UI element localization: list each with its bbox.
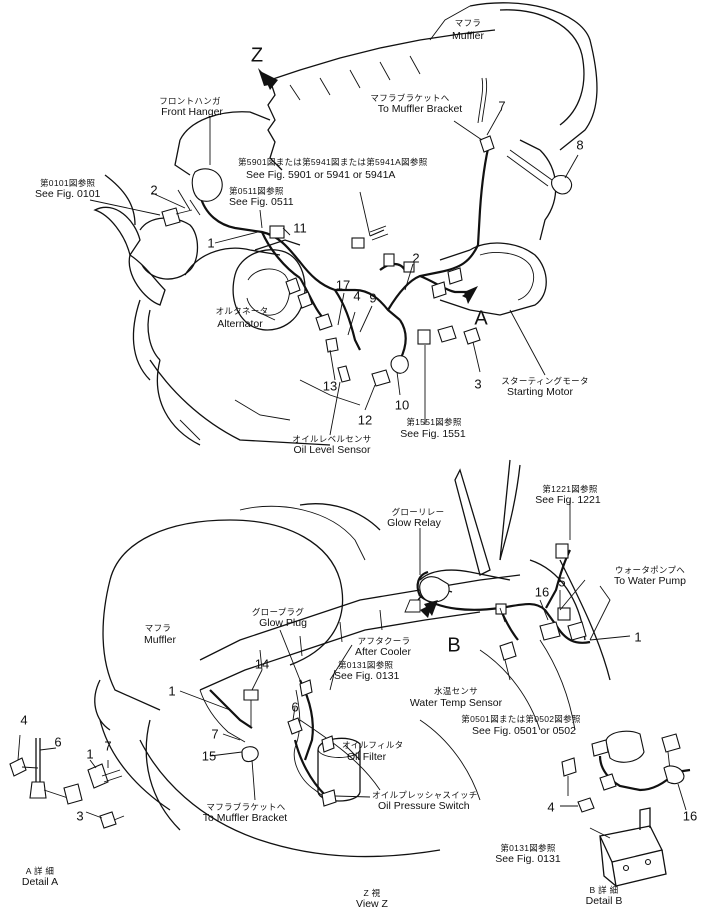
callout-10: 10 [394, 397, 410, 413]
callout-1-top: 1 [207, 235, 215, 251]
muffler-bottom-jp: マフラ [144, 623, 172, 633]
to-muffler-bracket-top-jp: マフラブラケットへ [370, 93, 450, 103]
glow-plug-jp: グロープラグ [251, 607, 305, 617]
glow-plug-en: Glow Plug [259, 617, 307, 629]
see-1551-jp: 第1551図参照 [406, 417, 462, 427]
view-z-en: View Z [356, 898, 388, 910]
callout-11: 11 [293, 220, 307, 236]
see-5901-en: See Fig. 5901 or 5941 or 5941A [246, 169, 396, 181]
callout-17: 17 [335, 277, 351, 293]
callout-3-top: 3 [474, 376, 482, 392]
bottom-leaders [179, 500, 631, 801]
water-temp-sensor-jp: 水温センサ [433, 686, 479, 696]
callout-16-detail-b: 16 [682, 808, 698, 824]
detail-a-en: Detail A [21, 876, 59, 888]
detail-b-jp: B 詳 細 [589, 885, 619, 895]
top-engine-outline [93, 2, 598, 446]
callout-7-mid: 7 [211, 726, 219, 742]
muffler-top-jp: マフラ [454, 18, 482, 28]
callout-7-top: 7 [498, 98, 506, 114]
to-muffler-bracket-bottom-en: To Muffler Bracket [202, 812, 288, 824]
alternator-en: Alternator [217, 318, 263, 330]
oil-filter-jp: オイルフィルタ [342, 740, 404, 750]
oil-pressure-switch-jp: オイルプレッシャスイッチ [372, 790, 478, 800]
see-0131-bottom-jp: 第0131図参照 [500, 843, 556, 853]
top-leaders [89, 109, 579, 436]
water-temp-sensor-en: Water Temp Sensor [409, 697, 503, 709]
oil-filter-en: Oil Filter [347, 751, 387, 763]
detail-b-en: Detail B [585, 895, 623, 907]
muffler-bottom-en: Muffler [144, 634, 176, 646]
to-muffler-bracket-bottom-jp: マフラブラケットへ [206, 802, 286, 812]
front-hanger-jp: フロントハンガ [159, 96, 221, 106]
callout-6-mid: 6 [291, 699, 299, 715]
to-muffler-bracket-top-en: To Muffler Bracket [377, 103, 463, 115]
callout-2-right: 2 [412, 250, 420, 266]
to-water-pump-en: To Water Pump [614, 575, 686, 587]
callout-4-detail-b: 4 [547, 799, 555, 815]
callout-1-mid: 1 [168, 683, 176, 699]
view-z-jp: Z 視 [363, 888, 381, 898]
see-0501-jp: 第0501図または第0502図参照 [461, 714, 581, 724]
see-0511-jp: 第0511図参照 [229, 186, 284, 196]
oil-level-sensor-jp: オイルレベルセンサ [292, 434, 372, 444]
view-letter-a: A [474, 307, 488, 330]
starting-motor-en: Starting Motor [507, 386, 573, 398]
view-letter-z: Z [250, 44, 264, 67]
callout-5: 5 [558, 574, 566, 590]
bottom-arrows [420, 600, 438, 618]
callout-7-detail-a: 7 [104, 738, 112, 754]
callout-14: 14 [254, 656, 270, 672]
front-hanger-en: Front Hanger [161, 106, 223, 118]
detail-b-drawing [560, 730, 691, 888]
see-1221-jp: 第1221図参照 [542, 484, 598, 494]
callout-8: 8 [576, 137, 584, 153]
see-1551-en: See Fig. 1551 [400, 428, 466, 440]
callout-16-mid: 16 [534, 584, 550, 600]
glow-relay-en: Glow Relay [387, 517, 441, 529]
see-0131-bottom-en: See Fig. 0131 [495, 853, 561, 865]
to-water-pump-jp: ウォータポンプへ [614, 565, 686, 575]
top-parts [161, 135, 573, 387]
callout-15: 15 [201, 748, 217, 764]
callout-9: 9 [369, 290, 377, 306]
callout-12: 12 [357, 412, 373, 428]
detail-a-drawing [9, 734, 125, 829]
bottom-parts [241, 543, 587, 807]
bottom-engine-outline [94, 459, 611, 858]
oil-pressure-switch-en: Oil Pressure Switch [378, 800, 470, 812]
see-0131-mid-en: See Fig. 0131 [334, 670, 400, 682]
see-0131-mid-jp: 第0131図参照 [338, 660, 394, 670]
top-arrows [258, 68, 478, 304]
callout-2-left: 2 [150, 182, 158, 198]
after-cooler-jp: アフタクーラ [357, 636, 411, 646]
see-0101-en: See Fig. 0101 [35, 188, 101, 200]
alternator-jp: オルタネータ [215, 306, 269, 316]
callout-1-detail-a: 1 [86, 746, 94, 762]
view-letter-b: B [447, 634, 461, 657]
callout-3-detail-a: 3 [76, 808, 84, 824]
oil-level-sensor-en: Oil Level Sensor [293, 444, 371, 456]
callout-1-right: 1 [634, 629, 642, 645]
starting-motor-jp: スターティングモータ [501, 376, 589, 386]
detail-a-jp: A 詳 細 [25, 866, 55, 876]
glow-relay-jp: グローリレー [391, 507, 445, 517]
see-0501-en: See Fig. 0501 or 0502 [472, 725, 576, 737]
see-0101-jp: 第0101図参照 [40, 178, 96, 188]
muffler-top-en: Muffler [452, 30, 484, 42]
see-1221-en: See Fig. 1221 [535, 494, 601, 506]
see-0511-en: See Fig. 0511 [229, 196, 294, 208]
callout-6-detail-a: 6 [54, 734, 62, 750]
see-5901-jp: 第5901図または第5941図または第5941A図参照 [238, 157, 428, 167]
after-cooler-en: After Cooler [354, 646, 412, 658]
callout-4-top: 4 [353, 288, 361, 304]
callout-4-detail-a: 4 [20, 712, 28, 728]
callout-13: 13 [322, 378, 338, 394]
